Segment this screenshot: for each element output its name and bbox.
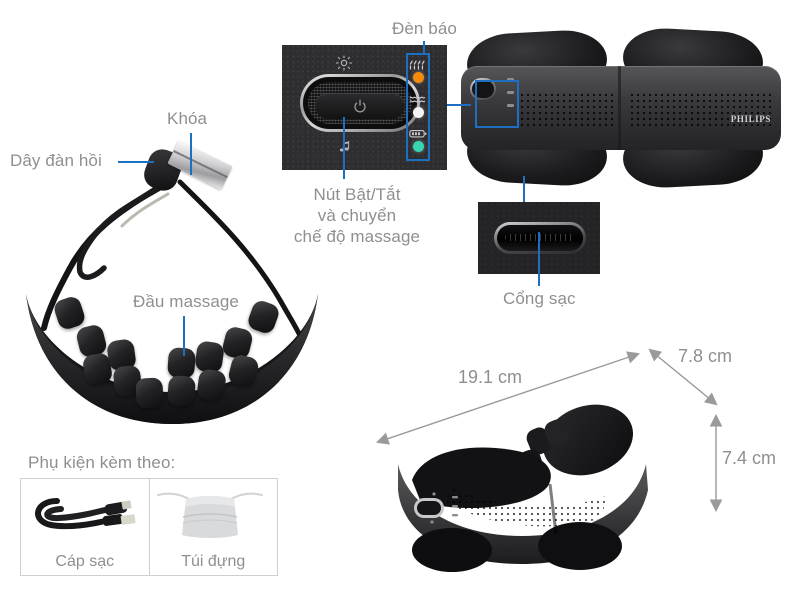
leader-line-lock — [190, 133, 192, 175]
power-icon — [354, 99, 366, 113]
accessory-item-pouch: Túi đựng — [148, 479, 278, 575]
philips-logo: PHILIPS — [730, 114, 771, 124]
label-power-button: Nút Bật/Tắt và chuyển chế độ massage — [282, 184, 432, 247]
indicator-lights-group — [406, 53, 430, 161]
label-massage-head: Đầu massage — [133, 292, 239, 311]
hinge-seam — [618, 66, 621, 150]
brightness-sun-icon — [336, 55, 352, 71]
port-bezel — [494, 222, 586, 254]
port-opening — [497, 225, 583, 251]
massage-head — [135, 377, 164, 409]
depth-arrow — [648, 348, 718, 406]
control-panel-closeup — [282, 45, 447, 170]
label-lock: Khóa — [167, 109, 208, 128]
heat-indicator-dot — [412, 72, 424, 83]
massage-head — [166, 347, 197, 379]
button-grill-texture — [308, 82, 412, 124]
label-elastic-strap: Dây đàn hồi — [10, 151, 102, 170]
power-mode-button[interactable] — [300, 74, 420, 132]
elastic-strap-graphic — [41, 177, 305, 343]
length-arrow — [376, 351, 640, 445]
battery-indicator-dot — [412, 141, 424, 152]
leader-line-indicator-light — [423, 41, 425, 55]
dimension-depth-label: 7.8 cm — [678, 346, 733, 366]
battery-indicator — [408, 128, 428, 152]
product-front-view: PHILIPS — [455, 26, 795, 190]
dimension-height-label: 7.4 cm — [722, 448, 777, 468]
leader-line-product-button — [447, 104, 469, 106]
heat-indicator — [408, 59, 428, 83]
power-button-highlight-box — [475, 80, 519, 128]
speaker-vents-right — [629, 92, 771, 126]
heat-waves-icon — [409, 60, 425, 70]
vibration-waves-icon — [409, 96, 426, 103]
product-open-view — [18, 140, 328, 430]
label-power-button-line1: Nút Bật/Tắt — [313, 185, 401, 204]
leader-line-elastic-strap — [118, 161, 154, 163]
accessory-item-cable: Cáp sạc — [21, 479, 149, 575]
leader-line-charging-port-upper — [523, 176, 525, 202]
massager-arc-body — [26, 294, 318, 424]
leader-line-power-button — [343, 117, 345, 179]
button-face[interactable] — [315, 93, 405, 119]
accessory-caption: Túi đựng — [181, 553, 246, 570]
speaker-vents-left — [519, 92, 613, 126]
label-indicator-light: Đèn báo — [392, 19, 457, 38]
dimension-arrows — [376, 348, 723, 513]
label-charging-port: Cổng sạc — [503, 289, 576, 308]
accessories-box: Cáp sạc Túi đựng — [20, 478, 278, 576]
product-indicator-leds — [507, 78, 515, 122]
music-note-icon — [339, 141, 350, 152]
accessory-caption: Cáp sạc — [55, 553, 115, 570]
vibration-indicator-dot — [412, 107, 424, 118]
product-body-band: PHILIPS — [461, 66, 781, 150]
battery-icon — [409, 129, 427, 138]
massage-head — [166, 375, 197, 407]
button-bezel — [303, 77, 417, 129]
leader-line-massage-head — [183, 316, 185, 356]
label-power-button-line3: chế độ massage — [293, 227, 421, 246]
vibration-indicator — [408, 94, 428, 118]
dimension-length-label: 19.1 cm — [458, 367, 523, 387]
pouch-bag-icon — [156, 492, 263, 538]
label-power-button-line2: và chuyển — [317, 206, 397, 225]
accessories-title: Phụ kiện kèm theo: — [28, 453, 176, 472]
leader-line-charging-port-lower — [538, 232, 540, 286]
usb-cable-icon — [35, 498, 136, 530]
